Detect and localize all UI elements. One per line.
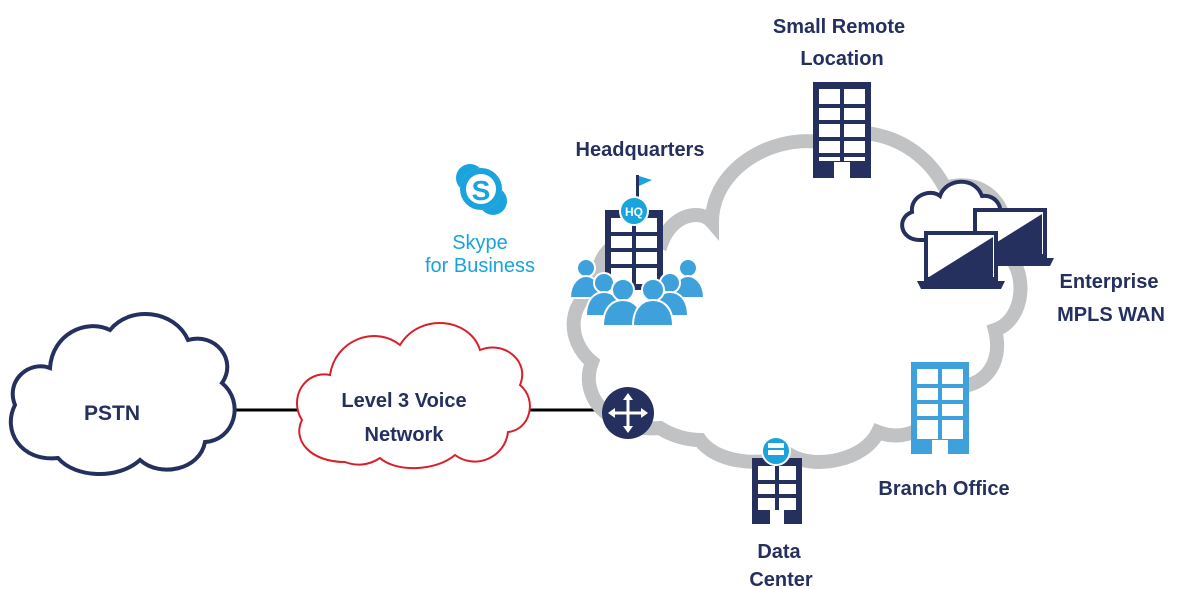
flag-icon: [636, 175, 652, 197]
enterprise-label-line2: MPLS WAN: [1057, 304, 1165, 326]
headquarters-label: Headquarters: [576, 139, 705, 161]
small-remote-label-line2: Location: [800, 48, 883, 70]
svg-text:S: S: [472, 175, 491, 206]
small-remote-label-line1: Small Remote: [773, 16, 905, 38]
branch-office-building-icon: [911, 362, 969, 454]
server-icon: [761, 436, 791, 466]
voice-network-cloud-icon: [296, 322, 531, 470]
data-center-label-line1: Data: [757, 541, 801, 563]
branch-office-label: Branch Office: [878, 478, 1009, 500]
svg-text:HQ: HQ: [625, 205, 643, 219]
voice-network-label-line2: Network: [365, 424, 445, 446]
hq-building-icon: [605, 210, 663, 290]
pstn-label: PSTN: [84, 402, 140, 425]
small-remote-building-icon: [813, 82, 871, 178]
hq-badge-icon: HQ: [619, 196, 649, 226]
laptop-icon-front: [917, 231, 1005, 289]
skype-label-line1: Skype: [452, 232, 508, 254]
skype-logo-icon: S: [456, 164, 507, 215]
data-center-building-icon: [752, 458, 802, 524]
people-icon: [568, 258, 706, 327]
data-center-label-line2: Center: [749, 569, 813, 589]
skype-label-line2: for Business: [425, 255, 535, 277]
router-icon: [602, 387, 654, 439]
voice-network-label-line1: Level 3 Voice: [341, 390, 466, 412]
enterprise-label-line1: Enterprise: [1060, 271, 1159, 293]
pstn-cloud-icon: [8, 312, 237, 476]
